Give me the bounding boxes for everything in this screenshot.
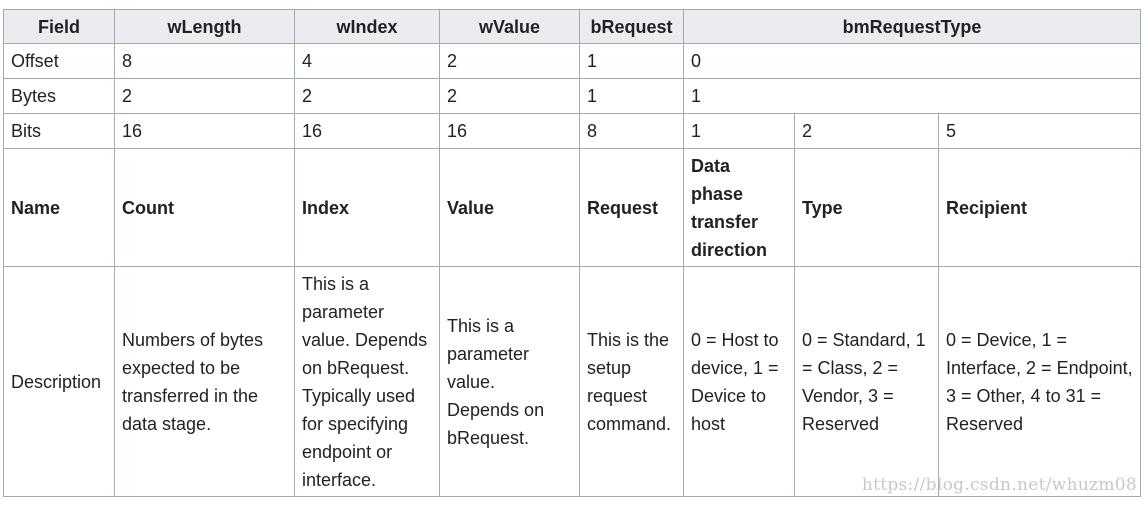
cell-offset-wvalue: 2: [439, 43, 580, 79]
watermark: https://blog.csdn.net/whuzm08: [861, 475, 1137, 495]
cell-bytes-bmrequesttype: 1: [683, 78, 1141, 114]
cell-name-type: Type: [794, 148, 939, 267]
cell-bytes-wvalue: 2: [439, 78, 580, 114]
cell-name-brequest: Request: [579, 148, 684, 267]
cell-description-windex: This is a parameter value. Depends on bR…: [294, 266, 440, 497]
cell-description-wlength: Numbers of bytes expected to be transfer…: [114, 266, 295, 497]
cell-offset-wlength: 8: [114, 43, 295, 79]
cell-description-type: 0 = Standard, 1 = Class, 2 = Vendor, 3 =…: [794, 266, 939, 497]
table-row-description: Description Numbers of bytes expected to…: [3, 266, 1141, 497]
cell-bits-type: 2: [794, 113, 939, 149]
header-row: Field wLength wIndex wValue bRequest bmR…: [3, 9, 1141, 44]
cell-offset-brequest: 1: [579, 43, 684, 79]
cell-name-recipient: Recipient: [938, 148, 1141, 267]
cell-bits-direction: 1: [683, 113, 795, 149]
header-wvalue: wValue: [439, 9, 580, 44]
cell-bits-windex: 16: [294, 113, 440, 149]
cell-name-direction: Data phase transfer direction: [683, 148, 795, 267]
cell-bytes-wlength: 2: [114, 78, 295, 114]
table-row-name: Name Count Index Value Request Data phas…: [3, 148, 1141, 267]
cell-bits-wvalue: 16: [439, 113, 580, 149]
cell-bytes-windex: 2: [294, 78, 440, 114]
row-label-name: Name: [3, 148, 115, 267]
table-row-bits: Bits 16 16 16 8 1 2 5: [3, 113, 1141, 149]
row-label-description: Description: [3, 266, 115, 497]
cell-bits-wlength: 16: [114, 113, 295, 149]
cell-bits-recipient: 5: [938, 113, 1141, 149]
cell-name-wvalue: Value: [439, 148, 580, 267]
header-bmrequesttype: bmRequestType: [683, 9, 1141, 44]
table-row-bytes: Bytes 2 2 2 1 1: [3, 78, 1141, 114]
cell-bytes-brequest: 1: [579, 78, 684, 114]
row-label-bytes: Bytes: [3, 78, 115, 114]
row-label-bits: Bits: [3, 113, 115, 149]
table-row-offset: Offset 8 4 2 1 0: [3, 43, 1141, 79]
header-windex: wIndex: [294, 9, 440, 44]
cell-description-recipient: 0 = Device, 1 = Interface, 2 = Endpoint,…: [938, 266, 1141, 497]
cell-name-wlength: Count: [114, 148, 295, 267]
cell-description-direction: 0 = Host to device, 1 = Device to host: [683, 266, 795, 497]
cell-bits-brequest: 8: [579, 113, 684, 149]
header-brequest: bRequest: [579, 9, 684, 44]
cell-name-windex: Index: [294, 148, 440, 267]
cell-offset-bmrequesttype: 0: [683, 43, 1141, 79]
row-label-offset: Offset: [3, 43, 115, 79]
header-wlength: wLength: [114, 9, 295, 44]
usb-setup-packet-table: Field wLength wIndex wValue bRequest bmR…: [3, 9, 1141, 497]
cell-offset-windex: 4: [294, 43, 440, 79]
cell-description-wvalue: This is a parameter value. Depends on bR…: [439, 266, 580, 497]
header-field: Field: [3, 9, 115, 44]
cell-description-brequest: This is the setup request command.: [579, 266, 684, 497]
